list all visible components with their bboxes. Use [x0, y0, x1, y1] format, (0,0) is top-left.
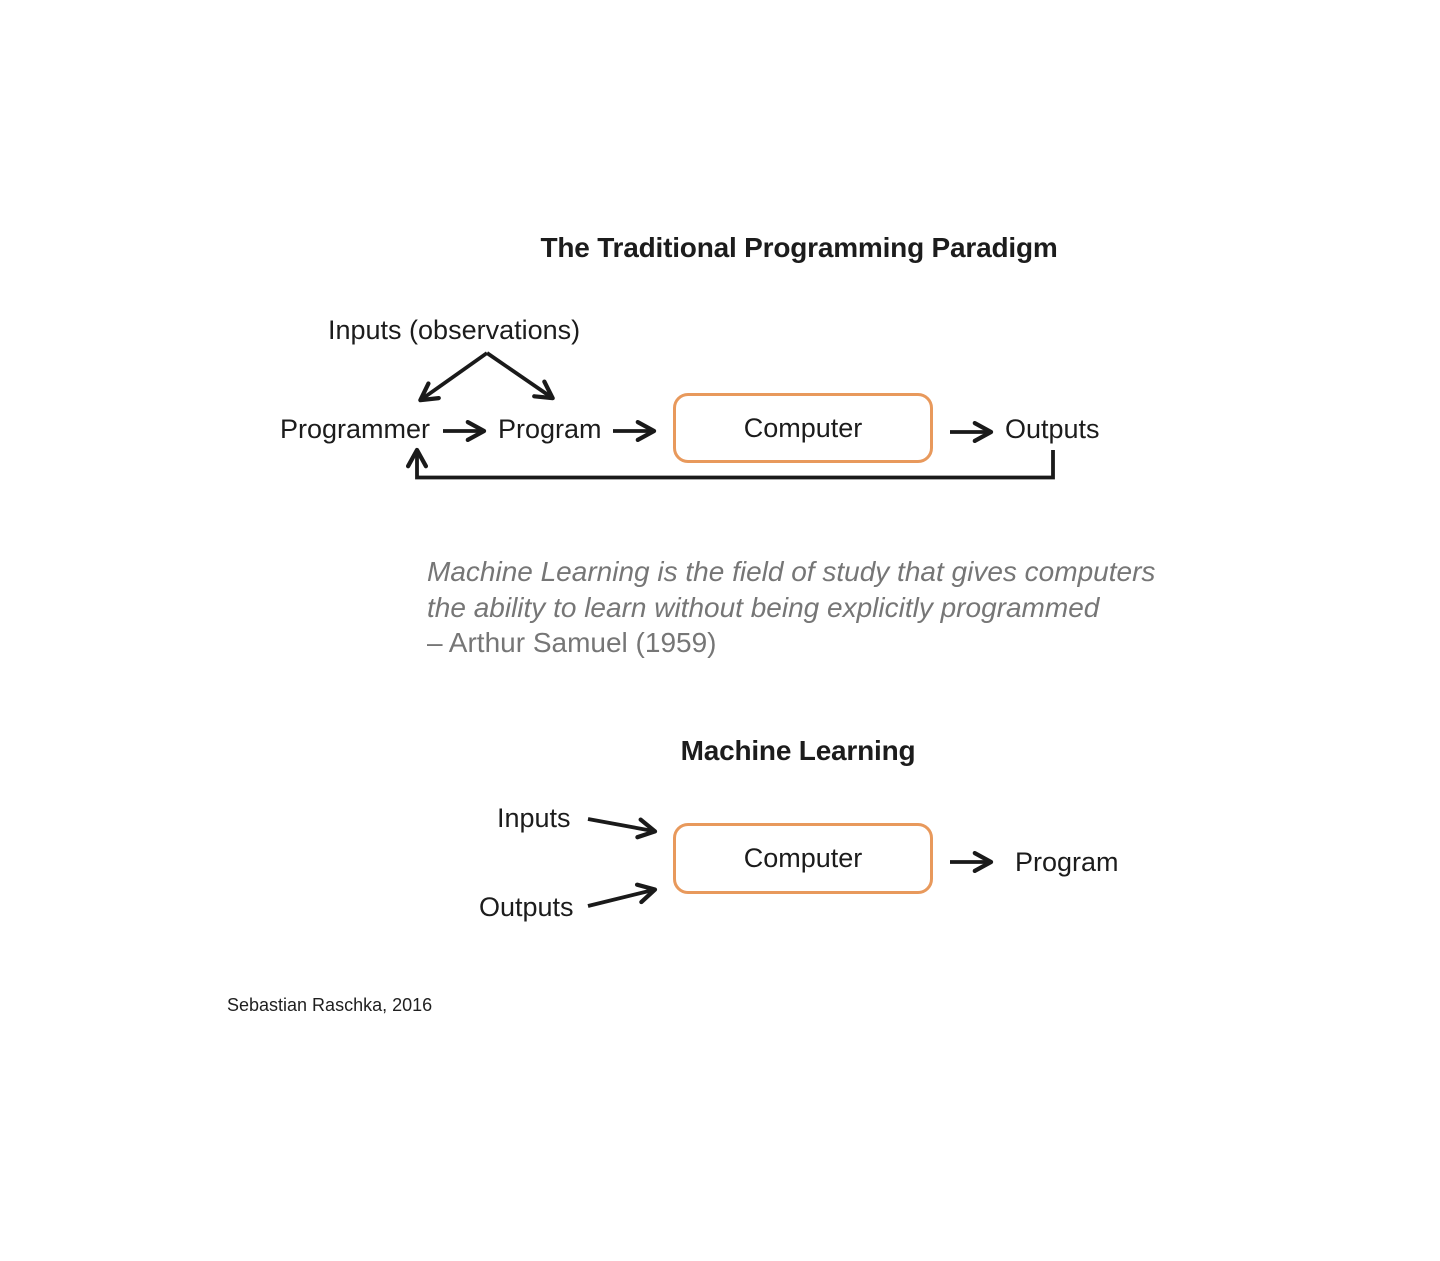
program-label: Program [498, 414, 602, 444]
quote-attribution: – Arthur Samuel (1959) [427, 627, 717, 658]
arrow-outputs-to-computer [587, 882, 658, 908]
arrow-inputs-to-computer [587, 817, 658, 840]
arrow-inputs-to-program [485, 351, 555, 401]
arrow-inputs-to-programmer [418, 351, 489, 403]
ml-computer-label: Computer [743, 843, 863, 873]
traditional-computer-label: Computer [743, 412, 863, 443]
inputs-observations-label: Inputs (observations) [328, 315, 581, 345]
quote-line-2: the ability to learn without being expli… [427, 591, 1100, 623]
ml-diagram-title: Machine Learning [680, 735, 916, 766]
ml-program-label: Program [1015, 847, 1119, 877]
ml-computer-box: Computer [673, 823, 933, 894]
quote-line-1: Machine Learning is the field of study t… [427, 556, 1156, 587]
outputs-label: Outputs [1005, 414, 1100, 444]
credit-label: Sebastian Raschka, 2016 [227, 995, 433, 1015]
traditional-diagram-title: The Traditional Programming Paradigm [540, 232, 1058, 263]
traditional-computer-box: Computer [673, 393, 933, 463]
programmer-label: Programmer [280, 414, 431, 444]
ml-outputs-label: Outputs [479, 892, 574, 922]
ml-inputs-label: Inputs [497, 803, 571, 833]
arthur-samuel-quote: Machine Learning is the field of study t… [427, 554, 1187, 661]
